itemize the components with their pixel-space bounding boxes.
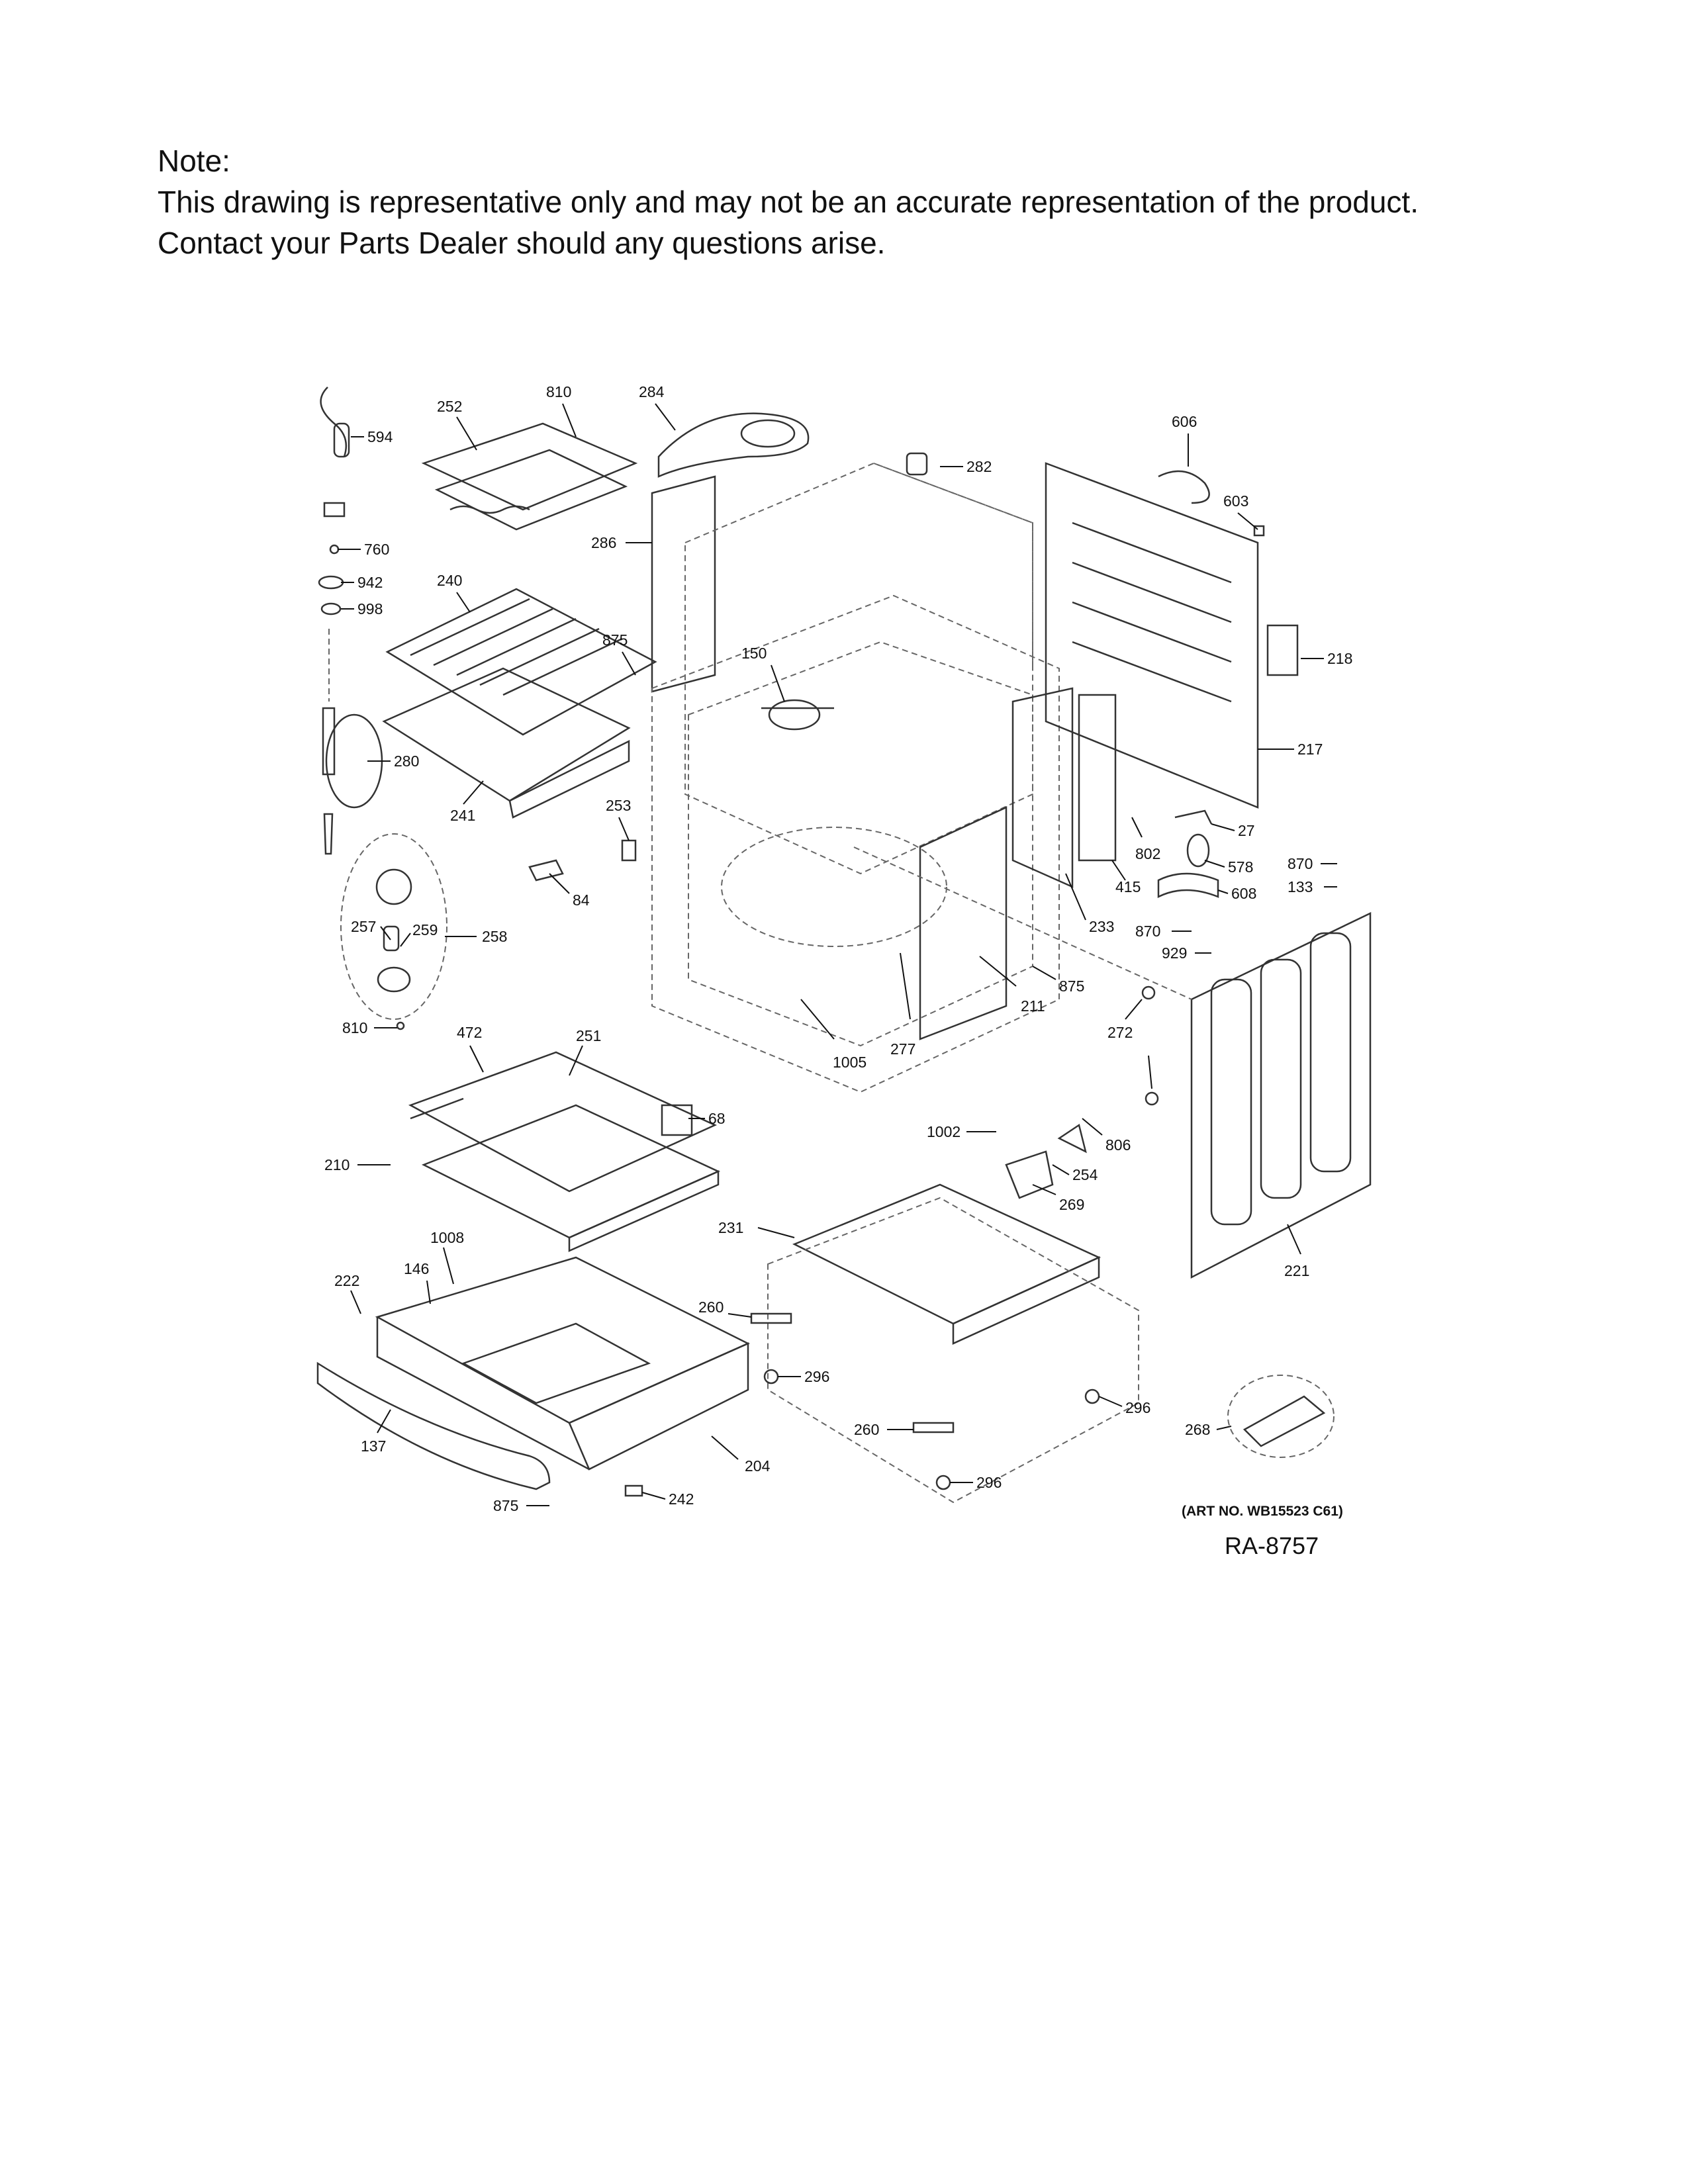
callout-240: 240 — [437, 572, 462, 589]
callout-578: 578 — [1228, 858, 1253, 876]
callout-27: 27 — [1238, 822, 1255, 839]
callout-296-b: 296 — [1125, 1399, 1150, 1416]
callout-875: 875 — [602, 631, 628, 649]
callout-296-c: 296 — [976, 1474, 1002, 1491]
callout-146: 146 — [404, 1260, 429, 1277]
callout-282: 282 — [966, 458, 992, 475]
callout-204: 204 — [745, 1457, 771, 1475]
disclaimer-note: Note: This drawing is representative onl… — [158, 140, 1419, 263]
callout-252: 252 — [437, 398, 462, 415]
callout-272: 272 — [1107, 1024, 1133, 1041]
callout-1005: 1005 — [833, 1054, 867, 1071]
callout-269: 269 — [1059, 1196, 1084, 1213]
callout-133: 133 — [1288, 878, 1313, 895]
callout-217: 217 — [1297, 741, 1323, 758]
callout-211: 211 — [1021, 997, 1045, 1015]
callout-942: 942 — [357, 574, 383, 591]
callout-277: 277 — [890, 1040, 915, 1058]
callout-222: 222 — [334, 1272, 359, 1289]
callout-806: 806 — [1105, 1136, 1131, 1154]
callout-870-b: 870 — [1135, 923, 1160, 940]
callout-594: 594 — [367, 428, 393, 445]
callout-1008: 1008 — [430, 1229, 464, 1246]
callout-603: 603 — [1223, 492, 1248, 510]
callout-929: 929 — [1162, 944, 1187, 962]
callout-608: 608 — [1231, 885, 1256, 902]
callout-137: 137 — [361, 1437, 386, 1455]
callout-802: 802 — [1135, 845, 1160, 862]
callout-284: 284 — [639, 383, 665, 400]
callout-253: 253 — [606, 797, 631, 814]
part-drawings — [316, 387, 1372, 1504]
callout-268: 268 — [1185, 1421, 1210, 1438]
callout-875-b: 875 — [1059, 978, 1084, 995]
callout-251: 251 — [576, 1027, 601, 1044]
callout-68: 68 — [708, 1110, 726, 1127]
callout-221: 221 — [1284, 1262, 1309, 1279]
callout-260-a: 260 — [698, 1298, 724, 1316]
callout-998: 998 — [357, 600, 383, 617]
callout-84: 84 — [573, 891, 590, 909]
callout-231: 231 — [718, 1219, 743, 1236]
callout-415: 415 — [1115, 878, 1141, 895]
callout-760: 760 — [364, 541, 389, 558]
callout-labels: 594 252 810 284 282 606 603 760 942 998 … — [324, 383, 1352, 1559]
callout-870-a: 870 — [1288, 855, 1313, 872]
leader-lines — [338, 403, 1337, 1506]
callout-1002: 1002 — [927, 1123, 961, 1140]
callout-280: 280 — [394, 752, 419, 770]
art-number: (ART NO. WB15523 C61) — [1182, 1504, 1343, 1519]
callout-233: 233 — [1089, 918, 1114, 935]
note-line-2: Contact your Parts Dealer should any que… — [158, 226, 886, 260]
note-heading: Note: — [158, 144, 230, 178]
callout-254: 254 — [1072, 1166, 1098, 1183]
callout-241: 241 — [450, 807, 475, 824]
callout-296-a: 296 — [804, 1368, 829, 1385]
note-line-1: This drawing is representative only and … — [158, 185, 1419, 219]
callout-810-b: 810 — [342, 1019, 367, 1036]
callout-286: 286 — [591, 534, 616, 551]
callout-257: 257 — [351, 918, 376, 935]
callout-606: 606 — [1172, 413, 1197, 430]
callout-260-b: 260 — [854, 1421, 879, 1438]
callout-258: 258 — [482, 928, 507, 945]
callout-150: 150 — [741, 645, 767, 662]
reference-number: RA-8757 — [1225, 1532, 1319, 1559]
callout-810: 810 — [546, 383, 571, 400]
callout-242: 242 — [669, 1490, 694, 1508]
callout-875-c: 875 — [493, 1497, 518, 1514]
callout-259: 259 — [412, 921, 438, 938]
callout-210: 210 — [324, 1156, 350, 1173]
callout-472: 472 — [457, 1024, 482, 1041]
callout-218: 218 — [1327, 650, 1352, 667]
